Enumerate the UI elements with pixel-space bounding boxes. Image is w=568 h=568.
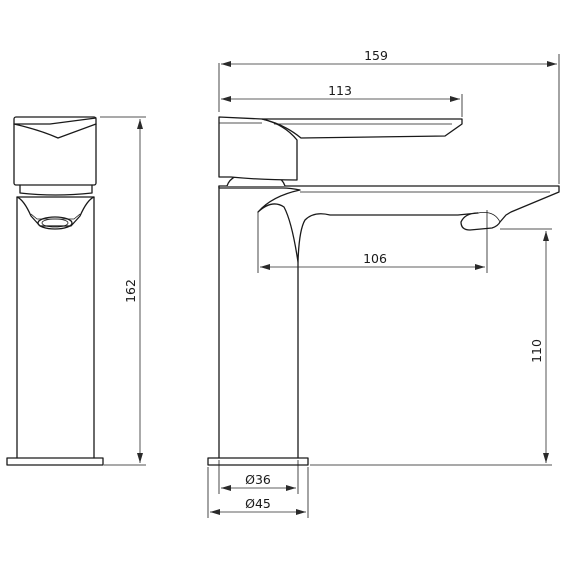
dim-handle-length: 113	[328, 83, 352, 98]
side-view: 159 113 106 110 Ø36 Ø45	[207, 48, 560, 518]
side-spout	[218, 185, 560, 263]
front-view: 162	[6, 116, 146, 466]
front-spout	[16, 196, 95, 227]
front-base-plate	[6, 457, 104, 466]
dim-total-height: 162	[123, 279, 138, 303]
dim-overall-length: 159	[364, 48, 388, 63]
front-handle-lever	[13, 117, 97, 139]
dim-spout-height: 110	[529, 339, 544, 363]
dim-body-diameter: Ø36	[245, 472, 271, 487]
front-aerator-inner	[41, 218, 69, 228]
dim-base-diameter: Ø45	[245, 496, 271, 511]
front-body	[16, 196, 95, 459]
side-aerator	[477, 212, 501, 223]
side-base-plate	[207, 457, 309, 466]
dim-spout-reach: 106	[363, 251, 387, 266]
front-aerator	[37, 216, 73, 230]
front-handle	[13, 116, 97, 186]
front-collar	[19, 184, 93, 196]
